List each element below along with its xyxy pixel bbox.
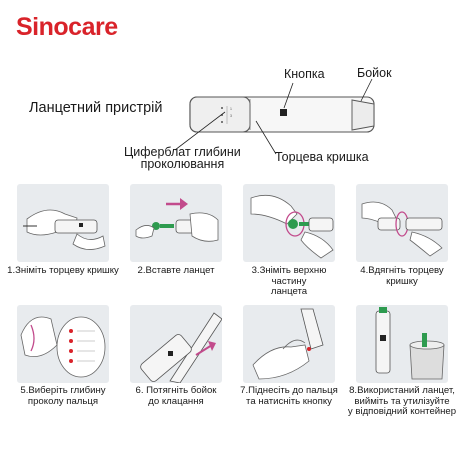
- device-title: Ланцетний пристрій: [29, 100, 163, 116]
- brand-logo: Sinocare: [16, 13, 118, 41]
- step-2-caption: 2.Вставте ланцет: [137, 265, 215, 276]
- step-4-caption: 4.Вдягніть торцеву кришку: [360, 265, 444, 287]
- device-end-cap: [189, 96, 251, 133]
- step-3-caption: 3.Зніміть верхню частину ланцета: [251, 265, 327, 297]
- step-2-illustration: [130, 184, 222, 262]
- step-4-illustration: [356, 184, 448, 262]
- step-1-illustration: [17, 184, 109, 262]
- label-button: Кнопка: [284, 67, 325, 81]
- step-7-caption: 7.Піднесіть до пальця та натисніть кнопк…: [240, 385, 338, 407]
- label-plunger: Бойок: [357, 66, 392, 80]
- label-depth-dial: Циферблат глибини проколювання: [124, 145, 241, 171]
- step-3-illustration: [243, 184, 335, 262]
- svg-text:3: 3: [230, 114, 232, 118]
- step-8-illustration: [356, 305, 448, 383]
- label-end-cap: Торцева кришка: [275, 150, 369, 164]
- step-5-illustration: [17, 305, 109, 383]
- step-5-caption: 5.Виберіть глибину проколу пальця: [20, 385, 106, 407]
- step-6-illustration: [130, 305, 222, 383]
- step-8-caption: 8.Використаний ланцет, вийміть та утиліз…: [347, 385, 457, 417]
- step-1-caption: 1.Зніміть торцеву кришку: [7, 265, 119, 276]
- svg-text:1: 1: [230, 107, 232, 111]
- device-button: [280, 109, 287, 116]
- lancet-device-diagram: 1 3: [174, 78, 375, 155]
- step-7-illustration: [243, 305, 335, 383]
- step-6-caption: 6. Потягніть бойок до клацання: [135, 385, 217, 407]
